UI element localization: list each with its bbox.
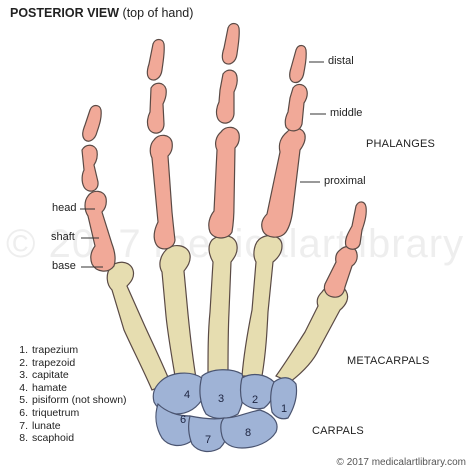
metacarpal-thumb xyxy=(275,284,349,383)
legend-item: 4.hamate xyxy=(19,381,68,394)
phalanx-thumb-proximal xyxy=(323,245,358,298)
phalanx-ring-proximal xyxy=(149,134,176,250)
carpal-trapezium xyxy=(270,377,298,420)
metacarpal-middle xyxy=(207,235,238,377)
carpal-number-labels: 1 2 3 4 6 7 8 xyxy=(180,389,287,446)
title-main: POSTERIOR VIEW xyxy=(10,6,120,20)
carpal-triquetrum xyxy=(155,402,196,447)
legend-item: 6.triquetrum xyxy=(19,406,80,419)
carpal-capitate xyxy=(199,369,245,420)
label-metacarpals: METACARPALS xyxy=(347,355,430,367)
phalanx-middle-middle xyxy=(215,69,238,124)
label-head: head xyxy=(52,202,77,214)
carpal-legend: 1.trapezium 2.trapezoid 3.capitate 4.ham… xyxy=(14,344,127,445)
label-base: base xyxy=(52,260,76,272)
phalanx-little-distal xyxy=(82,104,102,142)
phalanx-little-middle xyxy=(81,144,99,192)
phalanx-middle-distal xyxy=(221,22,240,65)
legend-item: 7.lunate xyxy=(19,419,61,432)
copyright-text: © 2017 medicalartlibrary.com xyxy=(336,457,466,468)
carpal-number-1: 1 xyxy=(281,403,287,415)
metacarpal-ring xyxy=(159,245,197,383)
carpal-number-3: 3 xyxy=(218,393,224,405)
legend-item: 1.trapezium xyxy=(19,344,79,356)
carpal-number-7: 7 xyxy=(205,434,211,446)
carpal-scaphoid xyxy=(220,409,278,449)
metacarpals xyxy=(106,235,349,391)
label-phalanges: PHALANGES xyxy=(366,138,436,150)
phalanx-index-middle xyxy=(284,83,308,132)
carpal-trapezoid xyxy=(239,373,276,410)
legend-item: 3.capitate xyxy=(19,369,69,382)
carpal-number-8: 8 xyxy=(245,427,251,439)
label-proximal: proximal xyxy=(324,175,366,187)
label-distal: distal xyxy=(328,55,354,67)
carpal-number-4: 4 xyxy=(184,389,190,401)
phalanges xyxy=(81,22,367,298)
metacarpal-index xyxy=(241,235,283,377)
legend-item: 8.scaphoid xyxy=(19,432,75,445)
phalanx-middle-proximal xyxy=(208,126,240,239)
phalanx-ring-middle xyxy=(146,82,167,134)
carpal-number-6: 6 xyxy=(180,414,186,426)
label-shaft: shaft xyxy=(51,231,75,243)
leader-lines xyxy=(80,61,326,268)
legend-item: 5.pisiform (not shown) xyxy=(19,394,127,407)
diagram-title: POSTERIOR VIEW (top of hand) xyxy=(10,6,193,20)
phalanx-index-proximal xyxy=(261,127,306,238)
phalanx-little-proximal xyxy=(84,190,116,272)
phalanx-index-distal xyxy=(289,44,307,84)
legend-item: 2.trapezoid xyxy=(19,356,76,369)
label-carpals: CARPALS xyxy=(312,425,364,437)
carpal-lunate xyxy=(188,415,229,453)
label-middle: middle xyxy=(330,107,363,119)
carpal-number-2: 2 xyxy=(252,394,258,406)
title-sub: (top of hand) xyxy=(122,6,194,20)
phalanx-ring-distal xyxy=(146,38,165,81)
carpals xyxy=(152,369,298,453)
metacarpal-little xyxy=(106,261,171,391)
phalanx-thumb-distal xyxy=(344,201,367,250)
